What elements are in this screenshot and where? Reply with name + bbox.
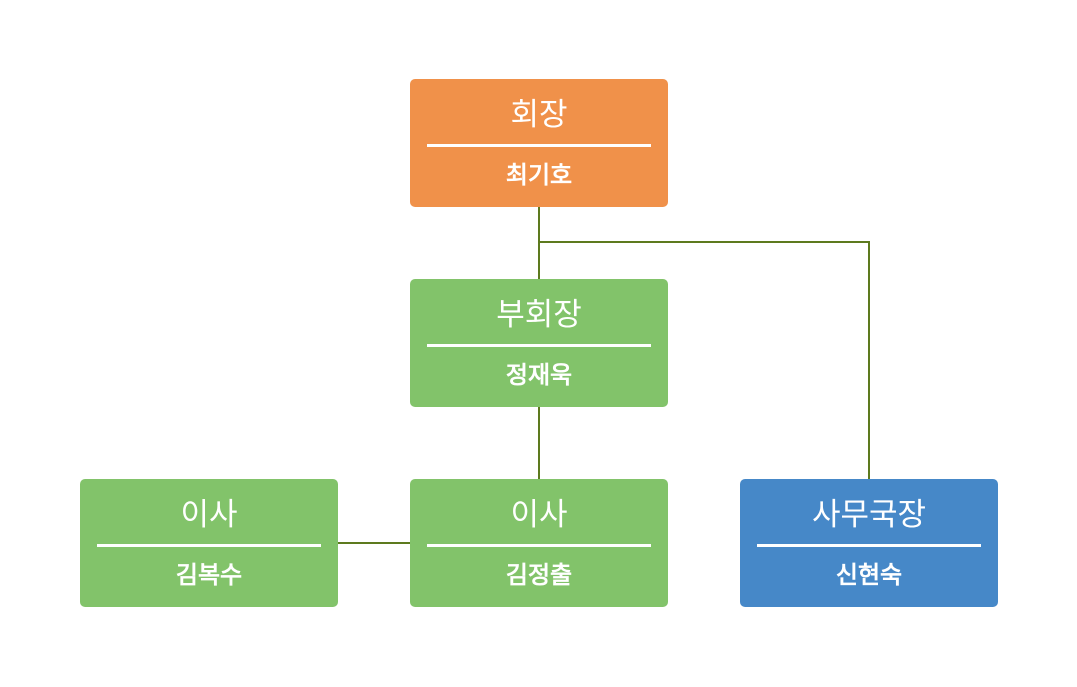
chairman-name: 최기호 (505, 161, 573, 189)
secretary-general-divider (757, 544, 981, 547)
director-center-divider (427, 544, 651, 547)
secretary-general-name: 신현숙 (835, 561, 903, 589)
director-center-name: 김정출 (505, 561, 573, 589)
vice-chairman-title: 부회장 (496, 297, 582, 333)
secretary-general-title: 사무국장 (811, 497, 927, 533)
secretary-general-box: 사무국장 신현숙 (740, 479, 998, 607)
director-left-divider (97, 544, 321, 547)
vice-chairman-name: 정재욱 (505, 361, 573, 389)
director-center-box: 이사 김정출 (410, 479, 668, 607)
chairman-title: 회장 (510, 97, 568, 133)
vice-chairman-divider (427, 344, 651, 347)
chairman-divider (427, 144, 651, 147)
director-left-title: 이사 (180, 497, 238, 533)
director-left-box: 이사 김복수 (80, 479, 338, 607)
chairman-box: 회장 최기호 (410, 79, 668, 207)
director-center-title: 이사 (510, 497, 568, 533)
connector-chairman-to-secretary (539, 241, 870, 479)
vice-chairman-box: 부회장 정재욱 (410, 279, 668, 407)
director-left-name: 김복수 (175, 561, 243, 589)
